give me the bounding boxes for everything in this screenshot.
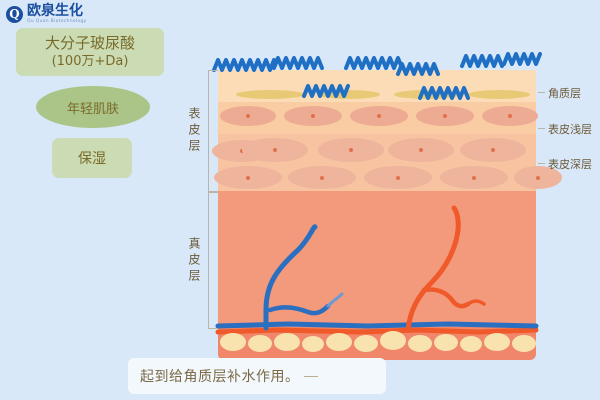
epidermis-cell [388,138,454,162]
epidermis-cell [514,166,562,189]
label-epidermis-superficial: 表皮浅层 [548,123,592,136]
caption-box: 起到给角质层补水作用。 [128,358,386,394]
corneum-cell [468,90,530,99]
label-epidermis-deep: 表皮深层 [548,158,592,171]
fat-globule [326,333,352,351]
logo-chinese-name: 欧泉生化 [27,3,83,19]
fat-globule [434,334,458,351]
fat-globule [274,333,300,351]
hyaluronic-acid-molecule [272,56,324,70]
logo-english-name: Ou Quan Biotechnology [27,18,87,24]
corneum-cell [318,90,380,99]
label-epidermis: 表皮层 [187,107,201,155]
bracket-dermis [208,192,218,329]
epidermis-cell [416,106,474,126]
epidermis-cell [288,166,356,189]
fat-globule [302,336,324,352]
logo-mark-icon: Q [6,5,23,23]
fat-globule [248,335,272,352]
epidermis-cell [284,106,342,126]
epidermis-cell [482,106,538,126]
hyaluronic-acid-molecule [212,58,276,72]
callout-young-skin: 年轻肌肤 [36,86,150,128]
epidermis-cell [350,106,408,126]
bracket-epidermis [208,70,218,192]
callout-moisture: 保湿 [52,138,132,178]
skin-cross-section [212,52,562,360]
epidermis-cell [214,166,282,189]
blood-vessels [215,205,539,335]
tick-stratum-corneum [538,92,545,93]
epidermis-cell [318,138,384,162]
label-stratum-corneum: 角质层 [548,87,581,100]
hyaluronic-acid-molecule [418,86,470,100]
fat-globule [484,333,510,351]
logo-text: 欧泉生化 Ou Quan Biotechnology [27,4,87,24]
hyaluronic-acid-molecule [460,54,504,68]
hyaluronic-acid-molecule [302,84,350,98]
fat-globule [354,335,378,352]
epidermis-cell [242,138,308,162]
hyaluronic-acid-molecule [344,56,404,70]
hyaluronic-acid-molecule [502,52,542,66]
fat-globule [460,336,482,352]
epidermis-cell [364,166,432,189]
tick-epidermis-deep [538,163,545,164]
epidermis-cell [220,106,276,126]
epidermis-cell [460,138,526,162]
fat-globule [512,335,536,352]
hyaluronic-acid-molecule [396,62,440,76]
callout-hyaluronic-acid: 大分子玻尿酸 (100万+Da) [16,28,164,76]
callout-hyaluronic-line1: 大分子玻尿酸 [44,33,135,52]
caption-text: 起到给角质层补水作用。 [140,369,300,385]
brand-logo: Q 欧泉生化 Ou Quan Biotechnology [6,4,87,24]
epidermis-cell [440,166,508,189]
caption-dash [303,375,318,377]
fat-globule [408,335,432,352]
tick-epidermis-superficial [538,128,545,129]
fat-globule [220,333,246,351]
callout-hyaluronic-line2: (100万+Da) [51,53,129,69]
corneum-cell [236,90,304,99]
label-dermis: 真皮层 [187,237,201,285]
fat-globule [380,331,406,350]
